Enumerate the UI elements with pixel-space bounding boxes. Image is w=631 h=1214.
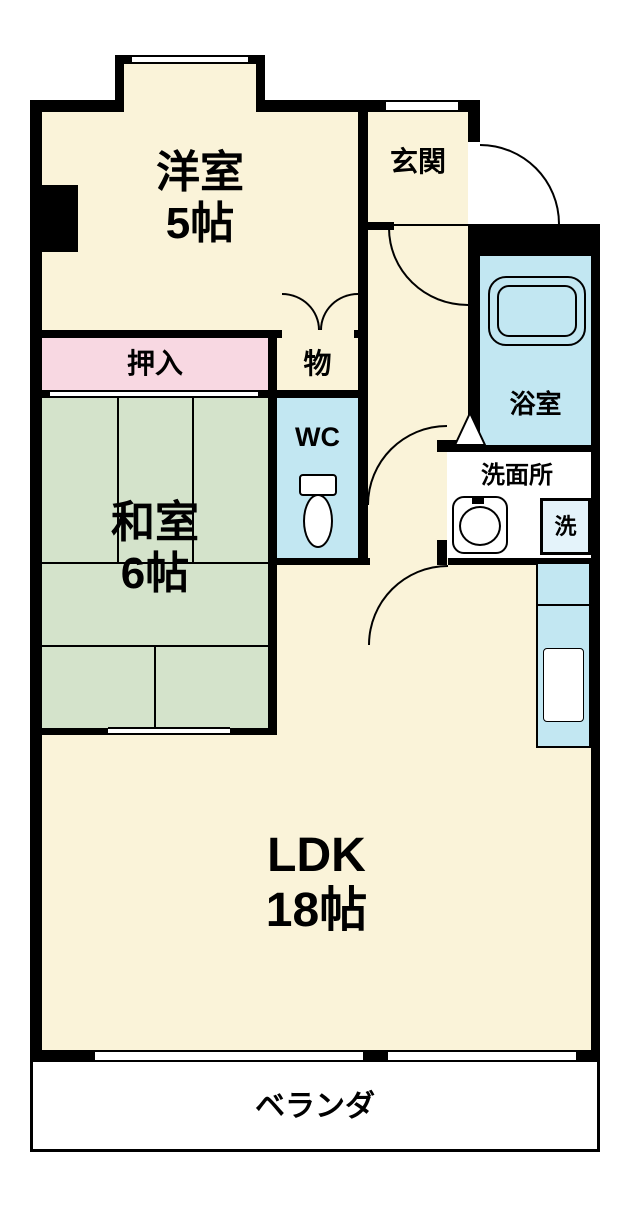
room-ldk-size: 18帖 <box>265 884 368 938</box>
sink-tap <box>472 498 484 504</box>
entrance-window <box>386 100 458 112</box>
washing-machine-icon: 洗 <box>540 498 591 555</box>
room-closet-label: 押入 <box>126 348 183 379</box>
room-ldk-main <box>42 735 591 1050</box>
bay-window-floor <box>124 64 256 112</box>
room-western <box>42 112 358 330</box>
room-closet <box>42 338 268 390</box>
kitchen-sink-icon <box>543 648 584 722</box>
bath-folding-door-icon <box>453 410 487 446</box>
tatami-line <box>117 398 119 562</box>
veranda <box>30 1062 600 1152</box>
wall-pillar <box>30 185 78 252</box>
room-storage-label: 物 <box>303 348 332 379</box>
veranda-label: ベランダ <box>255 1090 375 1123</box>
hall-ldk-opening <box>370 558 448 565</box>
wall-hall-washroom <box>437 540 447 565</box>
storage-door-opening <box>282 330 354 338</box>
room-japanese-label: 和室 6帖 <box>42 498 268 599</box>
ldk-window-left <box>95 1050 363 1062</box>
tatami-line <box>154 645 156 728</box>
kitchen-counter-divider <box>538 604 589 606</box>
room-washroom-label: 洗面所 <box>481 462 553 489</box>
closet-sliding-door <box>50 390 258 398</box>
room-japanese-size: 6帖 <box>120 548 190 598</box>
room-ldk-label: LDK 18帖 <box>42 828 591 938</box>
room-entrance-label: 玄関 <box>389 146 446 177</box>
room-ldk-name: LDK <box>267 829 366 882</box>
washing-machine-label: 洗 <box>554 513 577 539</box>
entrance-step-line <box>392 224 468 226</box>
room-western-label: 洋室 5帖 <box>42 148 358 249</box>
bathtub-inner <box>497 285 577 337</box>
room-western-size: 5帖 <box>165 198 235 248</box>
room-bathroom-label: 浴室 <box>509 389 562 419</box>
sink-basin <box>459 506 501 546</box>
room-western-name: 洋室 <box>156 148 244 197</box>
entry-door-opening <box>468 142 480 224</box>
tatami-line <box>42 562 268 564</box>
bay-window <box>132 55 248 64</box>
japanese-ldk-sliding-door <box>108 727 230 735</box>
toilet-tank-icon <box>299 474 337 496</box>
room-japanese-name: 和室 <box>111 498 199 547</box>
wall-entrance-stub <box>368 222 394 230</box>
ldk-window-right <box>388 1050 576 1062</box>
room-storage <box>277 338 358 390</box>
tatami-line <box>192 398 194 562</box>
toilet-bowl-icon <box>303 494 333 548</box>
room-wc-label: WC <box>295 422 340 452</box>
